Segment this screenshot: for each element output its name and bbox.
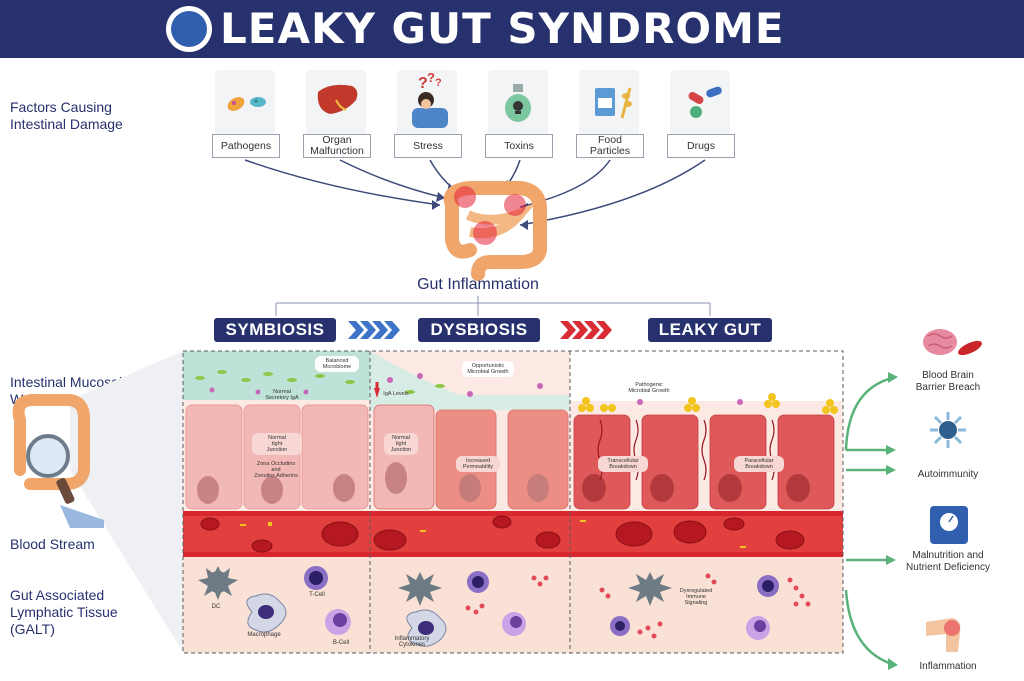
factor-label-drugs: Drugs (667, 134, 735, 158)
red-chevrons-icon (560, 321, 612, 339)
inflamed-intestine-icon (443, 181, 547, 281)
liver-icon (317, 84, 358, 114)
svg-text:?: ? (418, 75, 428, 92)
blood-stream-label: Blood Stream (10, 536, 95, 552)
pills-icon (688, 86, 722, 118)
brain-icon (923, 329, 982, 356)
dysregulated-signaling-label: Dysregulated Immune Signaling (679, 588, 713, 606)
b-cell-label: B-Cell (332, 640, 350, 646)
outcome-malnutrition: Malnutrition and Nutrient Deficiency (906, 550, 990, 573)
secretory-iga-label: Normal Secretory IgA (265, 389, 299, 401)
factor-label-food: Food Particles (576, 134, 644, 158)
scale-icon (930, 506, 968, 544)
factor-label-toxins: Toxins (485, 134, 553, 158)
dendritic-cell-icon (198, 566, 238, 600)
balanced-microbiome-label: Balanced Microbiome (315, 356, 359, 372)
outcome-bbb-breach: Blood Brain Barrier Breach (915, 370, 981, 393)
stage-dysbiosis: DYSBIOSIS (418, 318, 540, 342)
dendritic-cell-icon (398, 572, 672, 606)
toxin-flask-icon (505, 84, 531, 122)
normal-tight-junction-label: Normal tight Junction (252, 433, 302, 455)
factor-label-pathogens: Pathogens (212, 134, 280, 158)
paracellular-breakdown-label: Paracellular Breakdown (734, 456, 784, 472)
t-cell-icon (304, 566, 779, 636)
food-icon (595, 87, 632, 119)
galt-label: Gut Associated Lymphatic Tissue (GALT) (10, 587, 118, 637)
virus-icon (930, 412, 966, 448)
magnifier-intestine-icon (12, 394, 104, 528)
stage-leaky-gut: LEAKY GUT (648, 318, 772, 342)
factors-label: Factors Causing Intestinal Damage (10, 99, 123, 132)
pathogens-icon (227, 97, 266, 111)
inflamed-knee-icon (926, 618, 961, 652)
macrophage-label: Macrophage (247, 632, 281, 638)
transcellular-breakdown-label: Transcellular Breakdown (598, 456, 648, 472)
blue-chevrons-icon (348, 321, 400, 339)
pathogenic-growth-label: Pathogenic Microbial Growth (622, 380, 676, 396)
stressed-person-icon: ? ? ? (412, 70, 448, 128)
outcome-inflammation: Inflammation (919, 661, 977, 672)
zona-occludins-label: Zona Occludins and Zonulins Adherins (254, 461, 298, 479)
gut-inflammation-label: Gut Inflammation (417, 276, 539, 293)
t-cell-label: T-Cell (309, 592, 325, 598)
iga-levels-label: IgA Levels (383, 391, 409, 397)
inflammatory-cytokines-label: Inflammatory Cytokines (394, 636, 430, 648)
factor-label-stress: Stress (394, 134, 462, 158)
factor-label-organ: Organ Malfunction (303, 134, 371, 158)
caduceus-icon (171, 11, 207, 47)
svg-text:?: ? (427, 70, 435, 85)
outcome-autoimmunity: Autoimmunity (917, 469, 979, 480)
page-title: LEAKY GUT SYNDROME (220, 4, 785, 53)
increased-permeability-label: Increased Permeability (456, 456, 500, 472)
b-cell-icon (325, 609, 770, 640)
dc-label: DC (211, 604, 221, 610)
normal-tight-junction-2-label: Normal tight Junction (384, 433, 418, 455)
stage-symbiosis: SYMBIOSIS (214, 318, 336, 342)
opportunistic-growth-label: Opportunistic Microbial Growth (462, 361, 514, 377)
macrophage-icon (246, 593, 447, 647)
svg-text:?: ? (435, 77, 442, 89)
